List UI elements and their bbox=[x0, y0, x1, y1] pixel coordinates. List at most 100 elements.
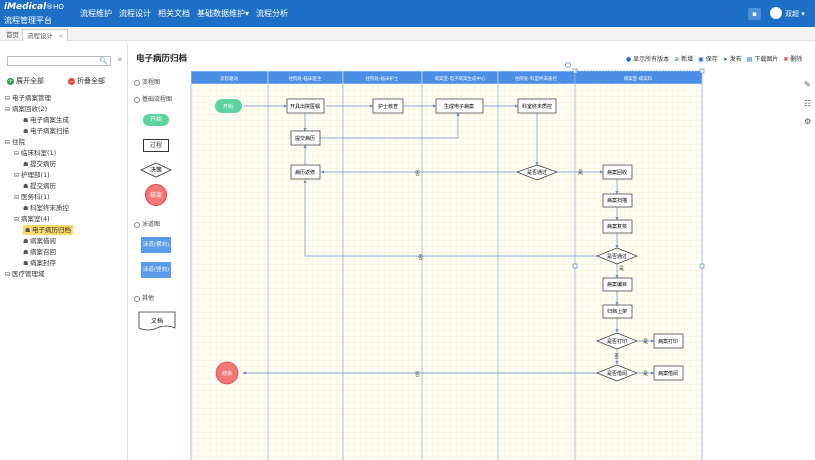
collapse-panel-icon[interactable]: « bbox=[117, 55, 123, 65]
node-generate-emr[interactable] bbox=[435, 98, 484, 114]
tree-item[interactable]: ☗科室终末质控 bbox=[23, 203, 69, 213]
brush-icon[interactable]: ✎ bbox=[804, 80, 811, 89]
node-borrow-decision[interactable] bbox=[596, 364, 638, 382]
lane-header-3: 病案室-电子病案生成中心 bbox=[434, 75, 486, 82]
tab-home[interactable]: 首页 bbox=[6, 31, 19, 39]
node-case-borrow[interactable] bbox=[653, 365, 684, 381]
node-print-decision[interactable] bbox=[596, 332, 638, 350]
tree-item[interactable]: ⊟病案室(4) bbox=[14, 214, 50, 224]
node-case-print[interactable] bbox=[653, 333, 684, 349]
flow-node-icon: ☗ bbox=[23, 183, 29, 190]
node-case-catalog[interactable] bbox=[602, 277, 633, 292]
palette-document[interactable]: 文档 bbox=[138, 311, 176, 333]
node-case-receive[interactable] bbox=[602, 164, 633, 180]
tree-item-label: 电子病案扫描 bbox=[30, 127, 69, 135]
palette-lane-vertical[interactable]: 泳道(竖向) bbox=[141, 262, 171, 278]
node-review-decision[interactable] bbox=[596, 247, 638, 265]
delete-button[interactable]: ✖ 删除 bbox=[783, 56, 803, 63]
tree-item-label: 医务科(1) bbox=[21, 193, 50, 201]
tree-item-label: 电子病历归档 bbox=[32, 226, 71, 234]
collapse-all-button[interactable]: −折叠全部 bbox=[68, 77, 105, 85]
tree-item-label: 病案召回 bbox=[30, 248, 56, 256]
close-icon[interactable]: × bbox=[58, 32, 64, 40]
app-logo: iMedical®HO bbox=[4, 2, 64, 12]
nav-item-flow-maintain[interactable]: 流程维护 bbox=[80, 9, 112, 18]
tree-item[interactable]: ☗病案封存 bbox=[23, 258, 56, 268]
gear-icon[interactable]: ⚙ bbox=[804, 117, 812, 126]
node-case-archive[interactable] bbox=[602, 304, 633, 319]
nav-item-flow-analysis[interactable]: 流程分析 bbox=[256, 9, 289, 18]
node-submit-record[interactable] bbox=[290, 130, 321, 146]
canvas-toolbar: ● 显示所有版本 ⊕ 新增 ▣ 保存 ➤ 发布 ▤ 下载图片 ✖ 删除 bbox=[626, 54, 802, 63]
svg-text:提交病历: 提交病历 bbox=[295, 135, 315, 142]
hierarchy-icon[interactable]: ☷ bbox=[804, 99, 812, 108]
tree-item[interactable]: ☗提交病历 bbox=[23, 181, 56, 191]
lane-header-0: 流程驱动 bbox=[220, 75, 238, 82]
svg-text:结束: 结束 bbox=[222, 370, 232, 377]
node-nurse-check[interactable] bbox=[372, 98, 404, 114]
avatar[interactable] bbox=[770, 7, 782, 19]
chat-icon[interactable]: ▪ bbox=[748, 8, 761, 20]
plus-icon: + bbox=[7, 77, 14, 85]
download-image-button[interactable]: ▤ 下载图片 bbox=[746, 56, 779, 63]
node-doctor-order[interactable] bbox=[286, 98, 325, 114]
node-case-scan[interactable] bbox=[602, 193, 633, 208]
tree-item[interactable]: ⊟护理部(1) bbox=[14, 170, 50, 180]
search-input[interactable]: 🔍︎ bbox=[7, 56, 111, 66]
flow-node-icon: ☗ bbox=[23, 249, 29, 256]
folder-icon: ⊟ bbox=[5, 271, 11, 278]
palette-process[interactable]: 过程 bbox=[143, 139, 169, 152]
expand-all-button[interactable]: +展开全部 bbox=[7, 77, 44, 85]
tree-item-label: 提交病历 bbox=[30, 182, 56, 190]
palette-end[interactable]: 结束 bbox=[145, 184, 167, 206]
node-qc-decision[interactable] bbox=[516, 164, 558, 181]
lane-headers: 流程驱动 住院处-临床医生 住院处-临床护士 病案室-电子病案生成中心 住院处-… bbox=[190, 70, 703, 85]
save-button[interactable]: ▣ 保存 bbox=[698, 56, 718, 63]
tab-flow-design[interactable]: 流程设计× bbox=[22, 29, 69, 41]
palette-decision[interactable]: 决策 bbox=[140, 162, 172, 178]
node-start[interactable] bbox=[215, 99, 242, 113]
tree-item[interactable]: ⊟医务科(1) bbox=[14, 192, 50, 202]
tree-item[interactable]: ☗病案召回 bbox=[23, 247, 56, 257]
palette-section-basic[interactable]: 基础流程图 bbox=[134, 94, 172, 103]
tree-item[interactable]: ⊟住院 bbox=[5, 137, 25, 147]
nav-item-basic-data[interactable]: 基础数据维护▾ bbox=[197, 9, 250, 18]
design-canvas: 电子病历归档 ● 显示所有版本 ⊕ 新增 ▣ 保存 ➤ 发布 ▤ 下载图片 ✖ … bbox=[130, 48, 815, 460]
svg-text:病案打印: 病案打印 bbox=[658, 338, 678, 345]
tree-item[interactable]: ⊟临床科室(1) bbox=[14, 148, 56, 158]
palette-section-flow[interactable]: 流程图 bbox=[134, 77, 160, 86]
tree-item[interactable]: ☗病案借阅 bbox=[23, 236, 56, 246]
svg-text:开始: 开始 bbox=[223, 103, 233, 110]
palette-section-other[interactable]: 其他 bbox=[134, 293, 154, 302]
tree-item[interactable]: ☗电子病历归档 bbox=[23, 225, 73, 235]
tree-item-label: 病案封存 bbox=[30, 259, 56, 267]
node-end[interactable] bbox=[215, 361, 239, 385]
lane-header-2: 住院处-临床护士 bbox=[365, 75, 399, 82]
tree-item[interactable]: ☗电子病案扫描 bbox=[23, 126, 69, 136]
show-versions-button[interactable]: ● 显示所有版本 bbox=[626, 56, 670, 63]
tree-item-label: 临床科室(1) bbox=[21, 149, 57, 157]
top-bar: iMedical®HO 流程管理平台 流程维护 流程设计 相关文档 基础数据维护… bbox=[0, 0, 815, 27]
user-name[interactable]: 双超 ▾ bbox=[785, 10, 805, 18]
node-case-review[interactable] bbox=[602, 219, 633, 234]
svg-text:病案编目: 病案编目 bbox=[607, 281, 627, 288]
search-icon[interactable]: 🔍︎ bbox=[99, 57, 108, 65]
tree-item[interactable]: ⊟医疗管理域 bbox=[5, 269, 45, 279]
node-revise-record[interactable] bbox=[290, 164, 321, 180]
flow-node-icon: ☗ bbox=[23, 161, 29, 168]
tree-item-label: 科室终末质控 bbox=[30, 204, 69, 212]
tree-item[interactable]: ☗提交病历 bbox=[23, 159, 56, 169]
nav-item-flow-design[interactable]: 流程设计 bbox=[119, 9, 151, 18]
publish-button[interactable]: ➤ 发布 bbox=[722, 56, 742, 63]
flow-node-icon: ☗ bbox=[23, 128, 29, 135]
palette-section-swimlane[interactable]: 泳道图 bbox=[134, 219, 160, 228]
tree-item[interactable]: ⊟病案回收(2) bbox=[5, 104, 47, 114]
nav-item-related-docs[interactable]: 相关文档 bbox=[158, 9, 190, 18]
palette-start[interactable]: 开始 bbox=[143, 114, 169, 126]
add-button[interactable]: ⊕ 新增 bbox=[674, 56, 694, 63]
palette-lane-horizontal[interactable]: 泳道(横向) bbox=[141, 237, 171, 253]
node-qc-review[interactable] bbox=[517, 98, 557, 114]
tree-item[interactable]: ☗电子病案生成 bbox=[23, 115, 69, 125]
page-title: 电子病历归档 bbox=[136, 54, 188, 64]
tree-item[interactable]: ⊟电子病案管理 bbox=[5, 93, 51, 103]
